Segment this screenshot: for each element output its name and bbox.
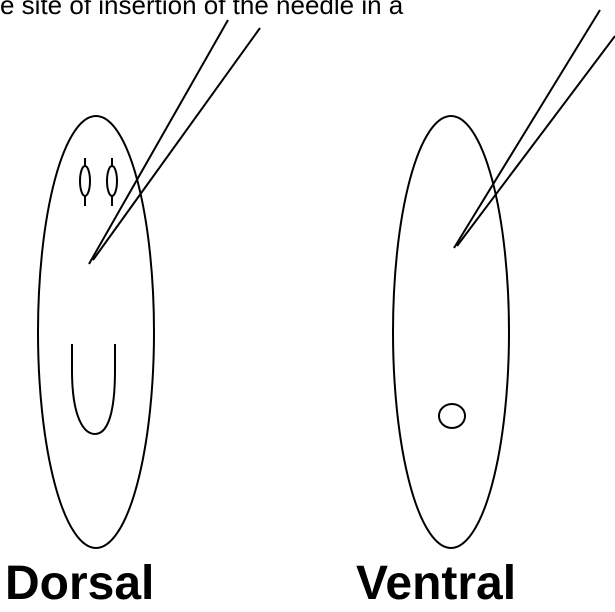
dorsal-label: Dorsal <box>5 556 154 612</box>
ventral-blastopore <box>439 404 465 428</box>
dorsal-eyes <box>80 158 117 206</box>
ventral-view <box>393 10 615 548</box>
dorsal-right-eye <box>107 166 117 196</box>
ventral-embryo-outline <box>393 116 509 548</box>
ventral-label: Ventral <box>356 556 516 612</box>
dorsal-needle <box>89 20 260 264</box>
ventral-needle <box>454 10 615 248</box>
dorsal-left-eye <box>80 166 90 196</box>
dorsal-view <box>38 20 260 548</box>
dorsal-mouth-u-shape <box>72 344 115 434</box>
